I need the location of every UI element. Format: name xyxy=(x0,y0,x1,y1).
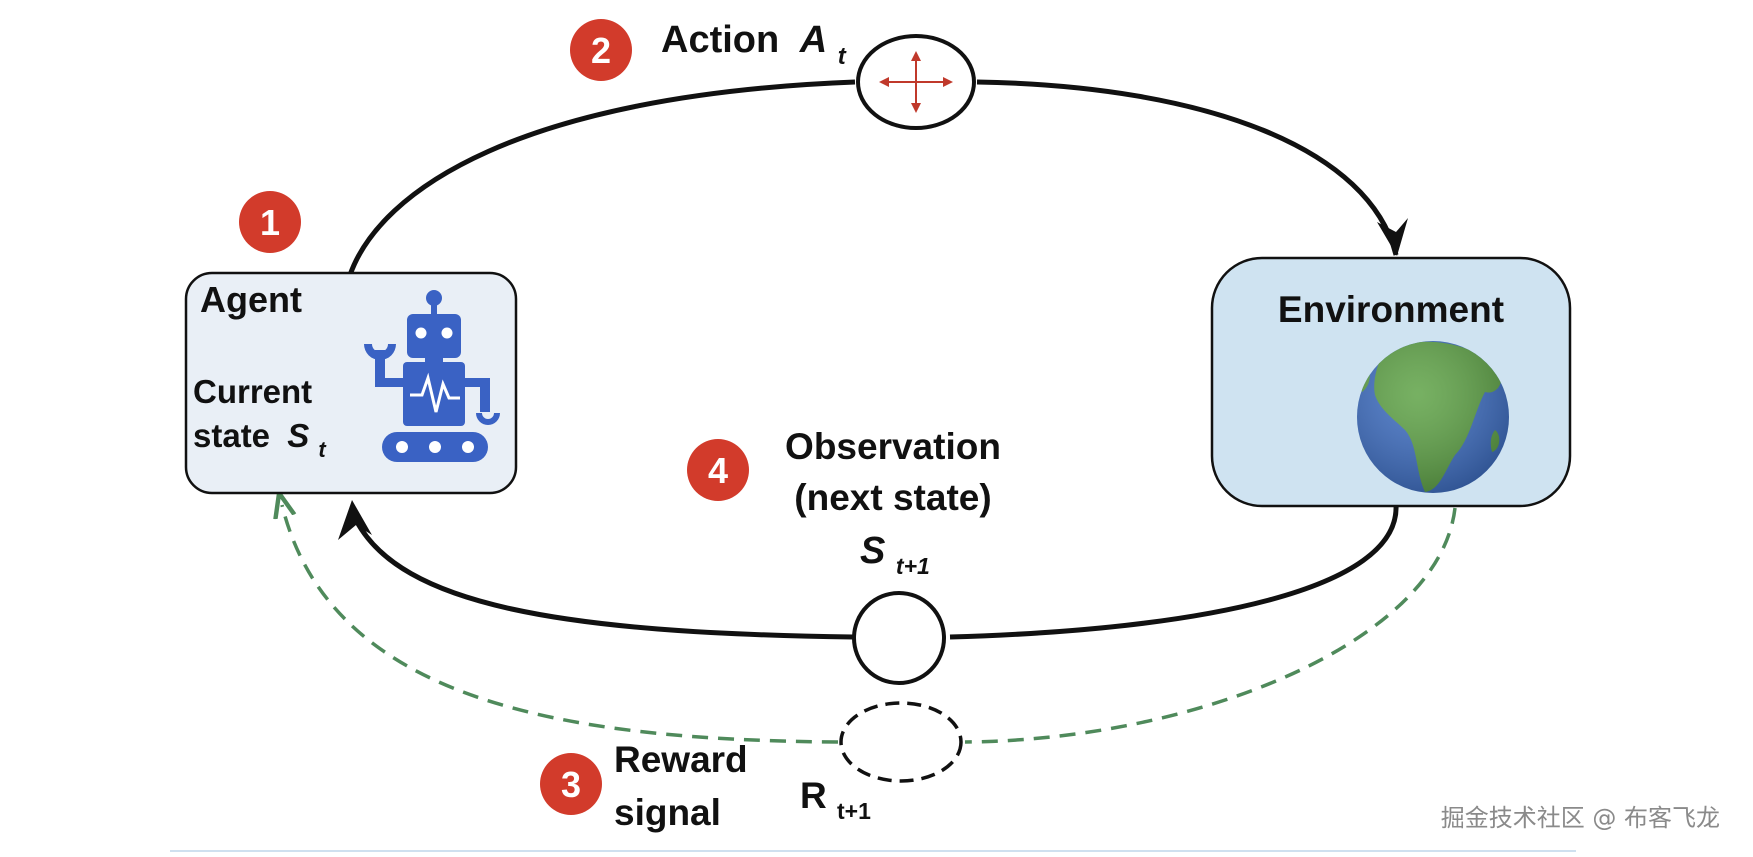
reward-symbol-label: R t+1 xyxy=(800,775,871,824)
action-to-environment-path xyxy=(976,79,1399,256)
reward-path xyxy=(964,507,1457,744)
watermark: 掘金技术社区 @ 布客飞龙 xyxy=(1441,804,1720,832)
step-3-number: 3 xyxy=(561,764,581,805)
agent-state-word: state xyxy=(193,417,270,454)
observation-node xyxy=(852,591,946,685)
step-4-badge: 4 xyxy=(687,439,749,501)
move-arrows-icon xyxy=(879,51,953,113)
action-subscript: t xyxy=(838,43,847,70)
action-path xyxy=(347,79,856,276)
action-word: Action xyxy=(661,19,779,61)
step-2-badge: 2 xyxy=(570,19,632,81)
reward-line1: Reward xyxy=(614,739,748,780)
observation-subscript: t+1 xyxy=(896,553,930,579)
reward-to-agent-path xyxy=(282,505,839,744)
reward-subscript: t+1 xyxy=(837,798,871,824)
agent-state-symbol: S xyxy=(287,417,309,454)
globe-icon xyxy=(1357,341,1509,493)
agent-title: Agent xyxy=(200,279,302,320)
observation-path xyxy=(949,504,1399,640)
reward-line2: signal xyxy=(614,792,721,833)
reward-symbol: R xyxy=(800,775,827,816)
agent-state-line1: Current xyxy=(193,373,312,410)
arrowhead-to-environment xyxy=(1377,218,1408,256)
step-1-badge: 1 xyxy=(239,191,301,253)
arrowhead-to-agent xyxy=(338,500,372,540)
environment-title: Environment xyxy=(1278,289,1504,330)
observation-line1: Observation xyxy=(785,426,1001,467)
reward-node xyxy=(839,701,963,783)
robot-icon xyxy=(364,290,500,462)
observation-symbol: S xyxy=(860,530,885,572)
agent-state-subscript: t xyxy=(318,437,327,462)
action-symbol: A xyxy=(799,19,827,61)
step-3-badge: 3 xyxy=(540,753,602,815)
step-4-number: 4 xyxy=(708,450,728,491)
agent-state-line2: state S t xyxy=(193,417,327,462)
action-label: Action A t xyxy=(661,19,847,70)
observation-line2: (next state) xyxy=(794,477,991,518)
observation-state-label: S t+1 xyxy=(860,530,930,579)
step-1-number: 1 xyxy=(260,202,280,243)
step-2-number: 2 xyxy=(591,30,611,71)
observation-to-agent-path xyxy=(353,518,854,640)
